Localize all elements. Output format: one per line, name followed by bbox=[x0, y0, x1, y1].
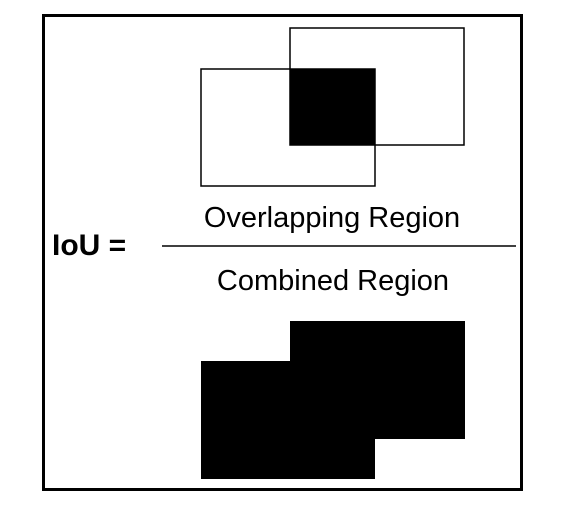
overlap-illustration bbox=[200, 27, 465, 187]
union-illustration bbox=[201, 321, 465, 479]
numerator-label: Overlapping Region bbox=[203, 202, 461, 234]
iou-label: IoU = bbox=[52, 229, 127, 262]
denominator-label: Combined Region bbox=[216, 265, 450, 297]
union-box-a bbox=[201, 361, 375, 479]
overlap-region bbox=[290, 69, 375, 145]
